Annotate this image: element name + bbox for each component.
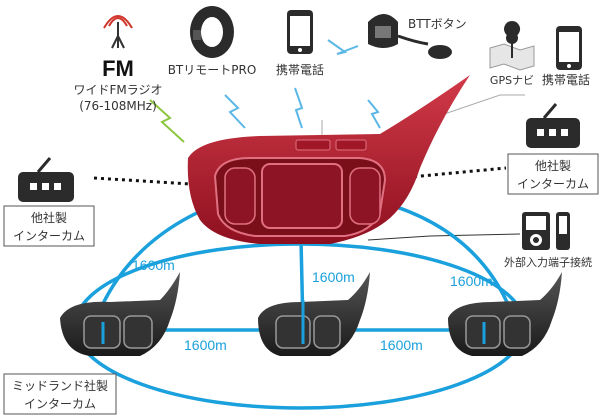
intercom-radio-icon (18, 157, 74, 202)
other-intercom-left-box (3, 205, 95, 247)
midland-intercom-box (3, 373, 117, 415)
distance-label: 1600m (184, 337, 227, 353)
distance-label: 1600m (132, 257, 175, 273)
lightning-icon (327, 39, 359, 55)
fm-logo: FM (102, 56, 134, 81)
btt-button-label: BTTボタン (408, 17, 467, 31)
lightning-icon (367, 99, 381, 129)
other-intercom-right-line2: インターカム (517, 177, 589, 191)
music-player-icon (522, 212, 570, 250)
other-intercom-right-box (507, 153, 599, 195)
ext-input-label: 外部入力端子接続 (504, 255, 592, 269)
phone-icon (556, 26, 582, 70)
distance-label: 1600m (380, 337, 423, 353)
midland-intercom-line2: インターカム (24, 397, 96, 411)
main-intercom-unit (187, 75, 470, 244)
ext-input-cable (367, 233, 521, 241)
gps-icon (489, 21, 535, 71)
gps-label: GPSナビ (490, 74, 534, 87)
other-intercom-left-line2: インターカム (13, 229, 85, 243)
midland-intercom-line1: ミッドランド社製 (12, 378, 108, 393)
other-intercom-left-line1: 他社製 (31, 210, 67, 225)
phone2-label: 携帯電話 (542, 72, 590, 87)
midland-unit-left (60, 272, 180, 356)
other-intercom-right-line1: 他社製 (535, 158, 571, 173)
phone1-label: 携帯電話 (276, 62, 324, 77)
midland-unit-center (258, 272, 370, 356)
intercom-radio-icon (526, 103, 580, 148)
distance-label: 1600m (450, 273, 493, 289)
bt-remote-icon (190, 6, 234, 58)
lightning-icon (149, 99, 185, 143)
fm-antenna-icon (103, 15, 133, 49)
lightning-icon (224, 94, 246, 129)
fm-radio-range: (76-108MHz) (79, 99, 157, 113)
fm-radio-label: ワイドFMラジオ (73, 83, 162, 97)
phone-icon (287, 10, 313, 54)
bt-remote-label: BTリモートPRO (168, 63, 257, 77)
distance-label: 1600m (312, 269, 355, 285)
dotted-link-left (93, 176, 191, 186)
lightning-icon (294, 87, 304, 129)
btt-button-icon (368, 14, 452, 59)
